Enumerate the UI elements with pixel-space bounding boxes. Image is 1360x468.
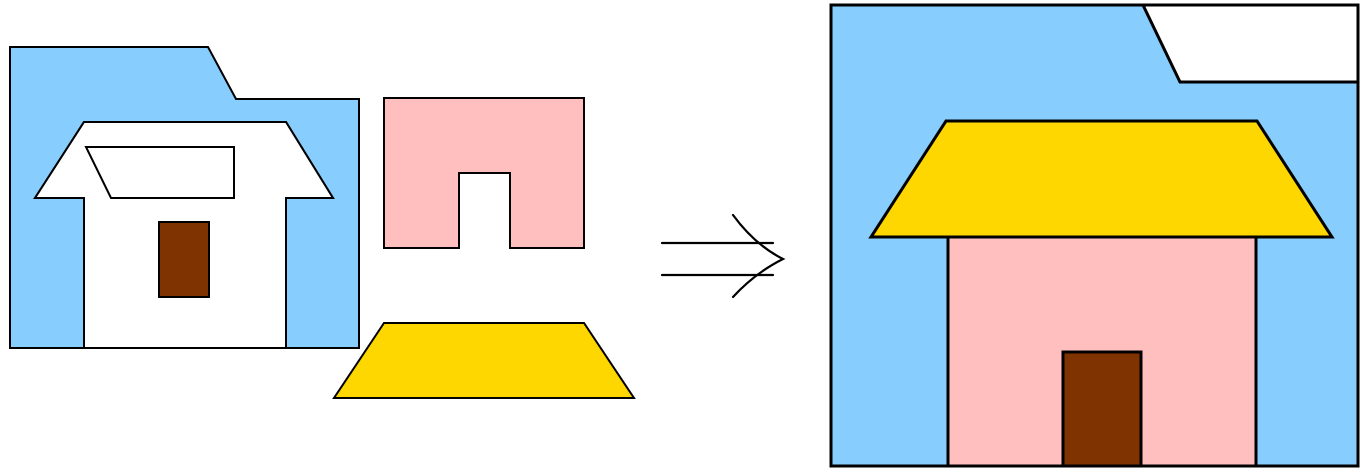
roof-piece (332, 322, 636, 399)
assembled-door (1061, 350, 1143, 468)
implies-double-arrow-icon (660, 213, 786, 299)
door-piece (158, 221, 210, 298)
wall-piece (383, 97, 585, 249)
assembled-picture (829, 3, 1360, 468)
source-pieces (9, 46, 636, 399)
assembled-sky-hole (1140, 3, 1360, 84)
parallelogram-hole (84, 146, 235, 199)
assembled-roof (868, 119, 1335, 239)
